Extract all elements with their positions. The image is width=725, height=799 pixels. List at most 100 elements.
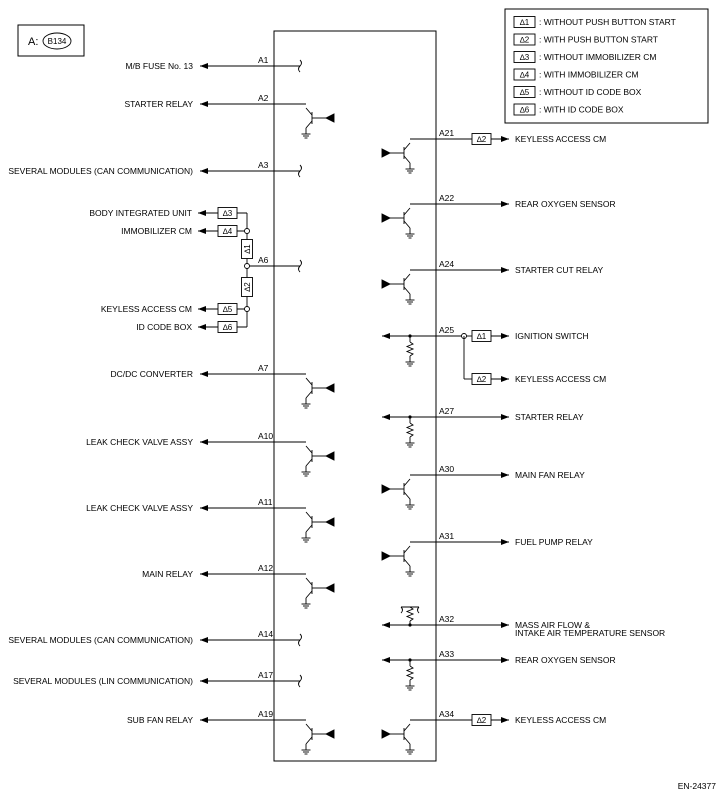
option-tag: ∆2 <box>477 135 487 144</box>
pin-label: A21 <box>439 128 454 138</box>
pin-label: A2 <box>258 93 269 103</box>
ecm-box <box>273 30 437 762</box>
left-pin-a2: STARTER RELAY A2 <box>125 93 335 139</box>
pin-label: A24 <box>439 259 454 269</box>
legend-row: ∆4: WITH IMMOBILIZER CM <box>513 68 639 81</box>
transistor-collector <box>305 723 313 732</box>
option-tag-box <box>217 321 238 333</box>
destination-label: LEAK CHECK VALVE ASSY <box>86 503 193 513</box>
destination-label: DC/DC CONVERTER <box>111 369 194 379</box>
option-tag-vertical: ∆1 <box>243 244 252 254</box>
option-tag-box <box>513 51 536 63</box>
pin-label: A12 <box>258 563 273 573</box>
transistor-collector <box>403 207 411 216</box>
option-tag-box <box>513 16 536 28</box>
option-tag-box <box>217 303 238 315</box>
left-pin-a11: LEAK CHECK VALVE ASSY A11 <box>86 497 335 543</box>
transistor-collector <box>403 478 411 487</box>
transistor-emitter <box>403 491 411 500</box>
internal-line-symbol <box>298 633 302 647</box>
transistor-drive-arrow <box>381 213 392 223</box>
legend-row: ∆5 : WITHOUT ID CODE BOX <box>513 86 642 98</box>
option-tag: ∆5 <box>223 305 233 314</box>
connector-badge: A: B134 <box>17 24 85 57</box>
destination-label: KEYLESS ACCESS CM <box>515 715 606 725</box>
destination-label-line2: INTAKE AIR TEMPERATURE SENSOR <box>515 628 665 638</box>
left-pin-a3: SEVERAL MODULES (CAN COMMUNICATION)A3 <box>8 160 302 178</box>
resistor-zigzag <box>405 665 415 681</box>
transistor-collector <box>305 107 313 116</box>
destination-label: SUB FAN RELAY <box>127 715 193 725</box>
connector-prefix: A: <box>28 36 38 48</box>
pin-label: A22 <box>439 193 454 203</box>
option-tag-box <box>217 225 238 237</box>
pin-label: A10 <box>258 431 273 441</box>
transistor-drive-arrow <box>381 484 392 494</box>
transistor-emitter <box>305 736 313 745</box>
destination-label: MAIN RELAY <box>142 569 193 579</box>
destination-label: REAR OXYGEN SENSOR <box>515 655 616 665</box>
transistor-emitter <box>403 220 411 229</box>
option-tag-box <box>241 277 253 297</box>
destination-label: STARTER RELAY <box>125 99 194 109</box>
left-pin-a10: LEAK CHECK VALVE ASSY A10 <box>86 431 335 477</box>
transistor-drive-arrow <box>324 729 335 739</box>
legend-text: : WITH ID CODE BOX <box>539 105 624 115</box>
transistor-collector <box>305 577 313 586</box>
destination-label: SEVERAL MODULES (CAN COMMUNICATION) <box>8 166 193 176</box>
pin-label: A33 <box>439 649 454 659</box>
transistor-drive-arrow <box>324 517 335 527</box>
transistor-drive-arrow <box>324 113 335 123</box>
legend-text: : WITH PUSH BUTTON START <box>539 35 658 45</box>
destination-label: SEVERAL MODULES (LIN COMMUNICATION) <box>13 676 193 686</box>
branch-junction <box>244 306 250 312</box>
destination-label: LEAK CHECK VALVE ASSY <box>86 437 193 447</box>
transistor-emitter <box>403 558 411 567</box>
transistor-collector <box>305 511 313 520</box>
transistor-emitter <box>305 458 313 467</box>
option-tag: ∆5 <box>520 88 530 97</box>
pin-label: A11 <box>258 497 273 507</box>
destination-label: KEYLESS ACCESS CM <box>515 134 606 144</box>
option-tag-box <box>513 68 536 81</box>
pin-label: A32 <box>439 614 454 624</box>
option-tag-box <box>217 207 238 219</box>
legend-text: : WITHOUT IMMOBILIZER CM <box>539 52 656 62</box>
internal-line-symbol <box>298 59 302 73</box>
option-tag-box <box>513 33 536 46</box>
left-pin-a17: SEVERAL MODULES (LIN COMMUNICATION) A17 <box>13 670 302 688</box>
transistor-collector <box>403 723 411 732</box>
legend-row: ∆1: WITHOUT PUSH BUTTON START <box>513 16 676 28</box>
legend-text: : WITHOUT PUSH BUTTON START <box>539 17 676 27</box>
legend-row: ∆3: WITHOUT IMMOBILIZER CM <box>513 51 656 63</box>
connector-code: B134 <box>48 37 67 46</box>
resistor-zigzag <box>405 422 415 438</box>
transistor-drive-arrow <box>324 451 335 461</box>
pin-label: A31 <box>439 531 454 541</box>
option-tag: ∆6 <box>223 323 233 332</box>
transistor-drive-arrow <box>324 583 335 593</box>
transistor-emitter <box>403 286 411 295</box>
pin-label: A30 <box>439 464 454 474</box>
destination-label: ID CODE BOX <box>136 322 192 332</box>
destination-label: SEVERAL MODULES (CAN COMMUNICATION) <box>8 635 193 645</box>
option-tag: ∆2 <box>477 716 487 725</box>
legend-text: : WITHOUT ID CODE BOX <box>539 87 642 97</box>
pin-label: A27 <box>439 406 454 416</box>
pin-label: A25 <box>439 325 454 335</box>
pin-label: A17 <box>258 670 273 680</box>
